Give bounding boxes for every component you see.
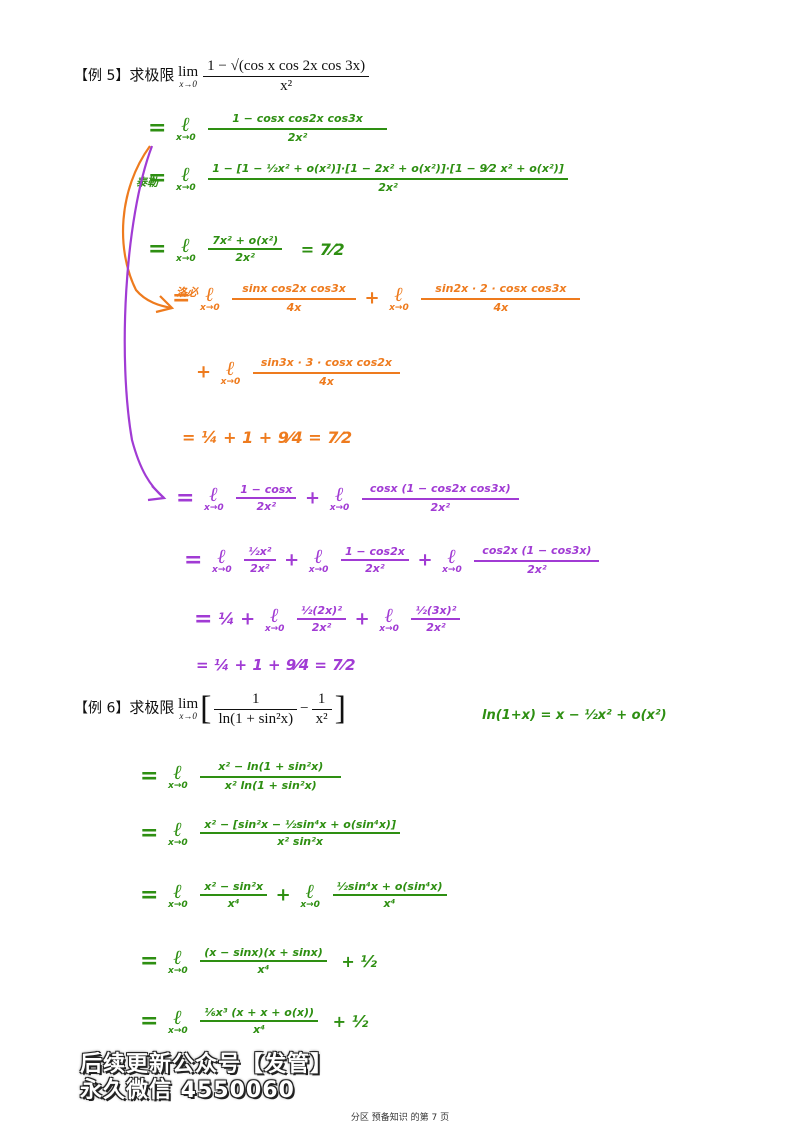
watermark-line-2: 永久微信 4550060 (80, 1078, 295, 1103)
example6-label: 【例 6】 (74, 700, 130, 717)
page-footer: 分区 预备知识 的第 7 页 (350, 1113, 450, 1123)
watermark-line-1: 后续更新公众号【发管】 (80, 1052, 334, 1077)
example5-fraction: 1 − √(cos x cos 2x cos 3x)x² (203, 58, 370, 95)
ex5-lhopital-note: 洛必 (176, 286, 198, 299)
example5-label: 【例 5】 (74, 67, 130, 84)
example5-prompt: 求极限 (129, 67, 175, 84)
example6-prompt: 求极限 (129, 700, 175, 717)
ex5-orange-step3: = ¼ + 1 + 9⁄4 = 7⁄2 (182, 428, 353, 447)
ex5-purple-step4: = ¼ + 1 + 9⁄4 = 7⁄2 (196, 656, 356, 674)
ex6-taylor-ln-note: ln(1+x) = x − ½x² + o(x²) (482, 708, 667, 723)
